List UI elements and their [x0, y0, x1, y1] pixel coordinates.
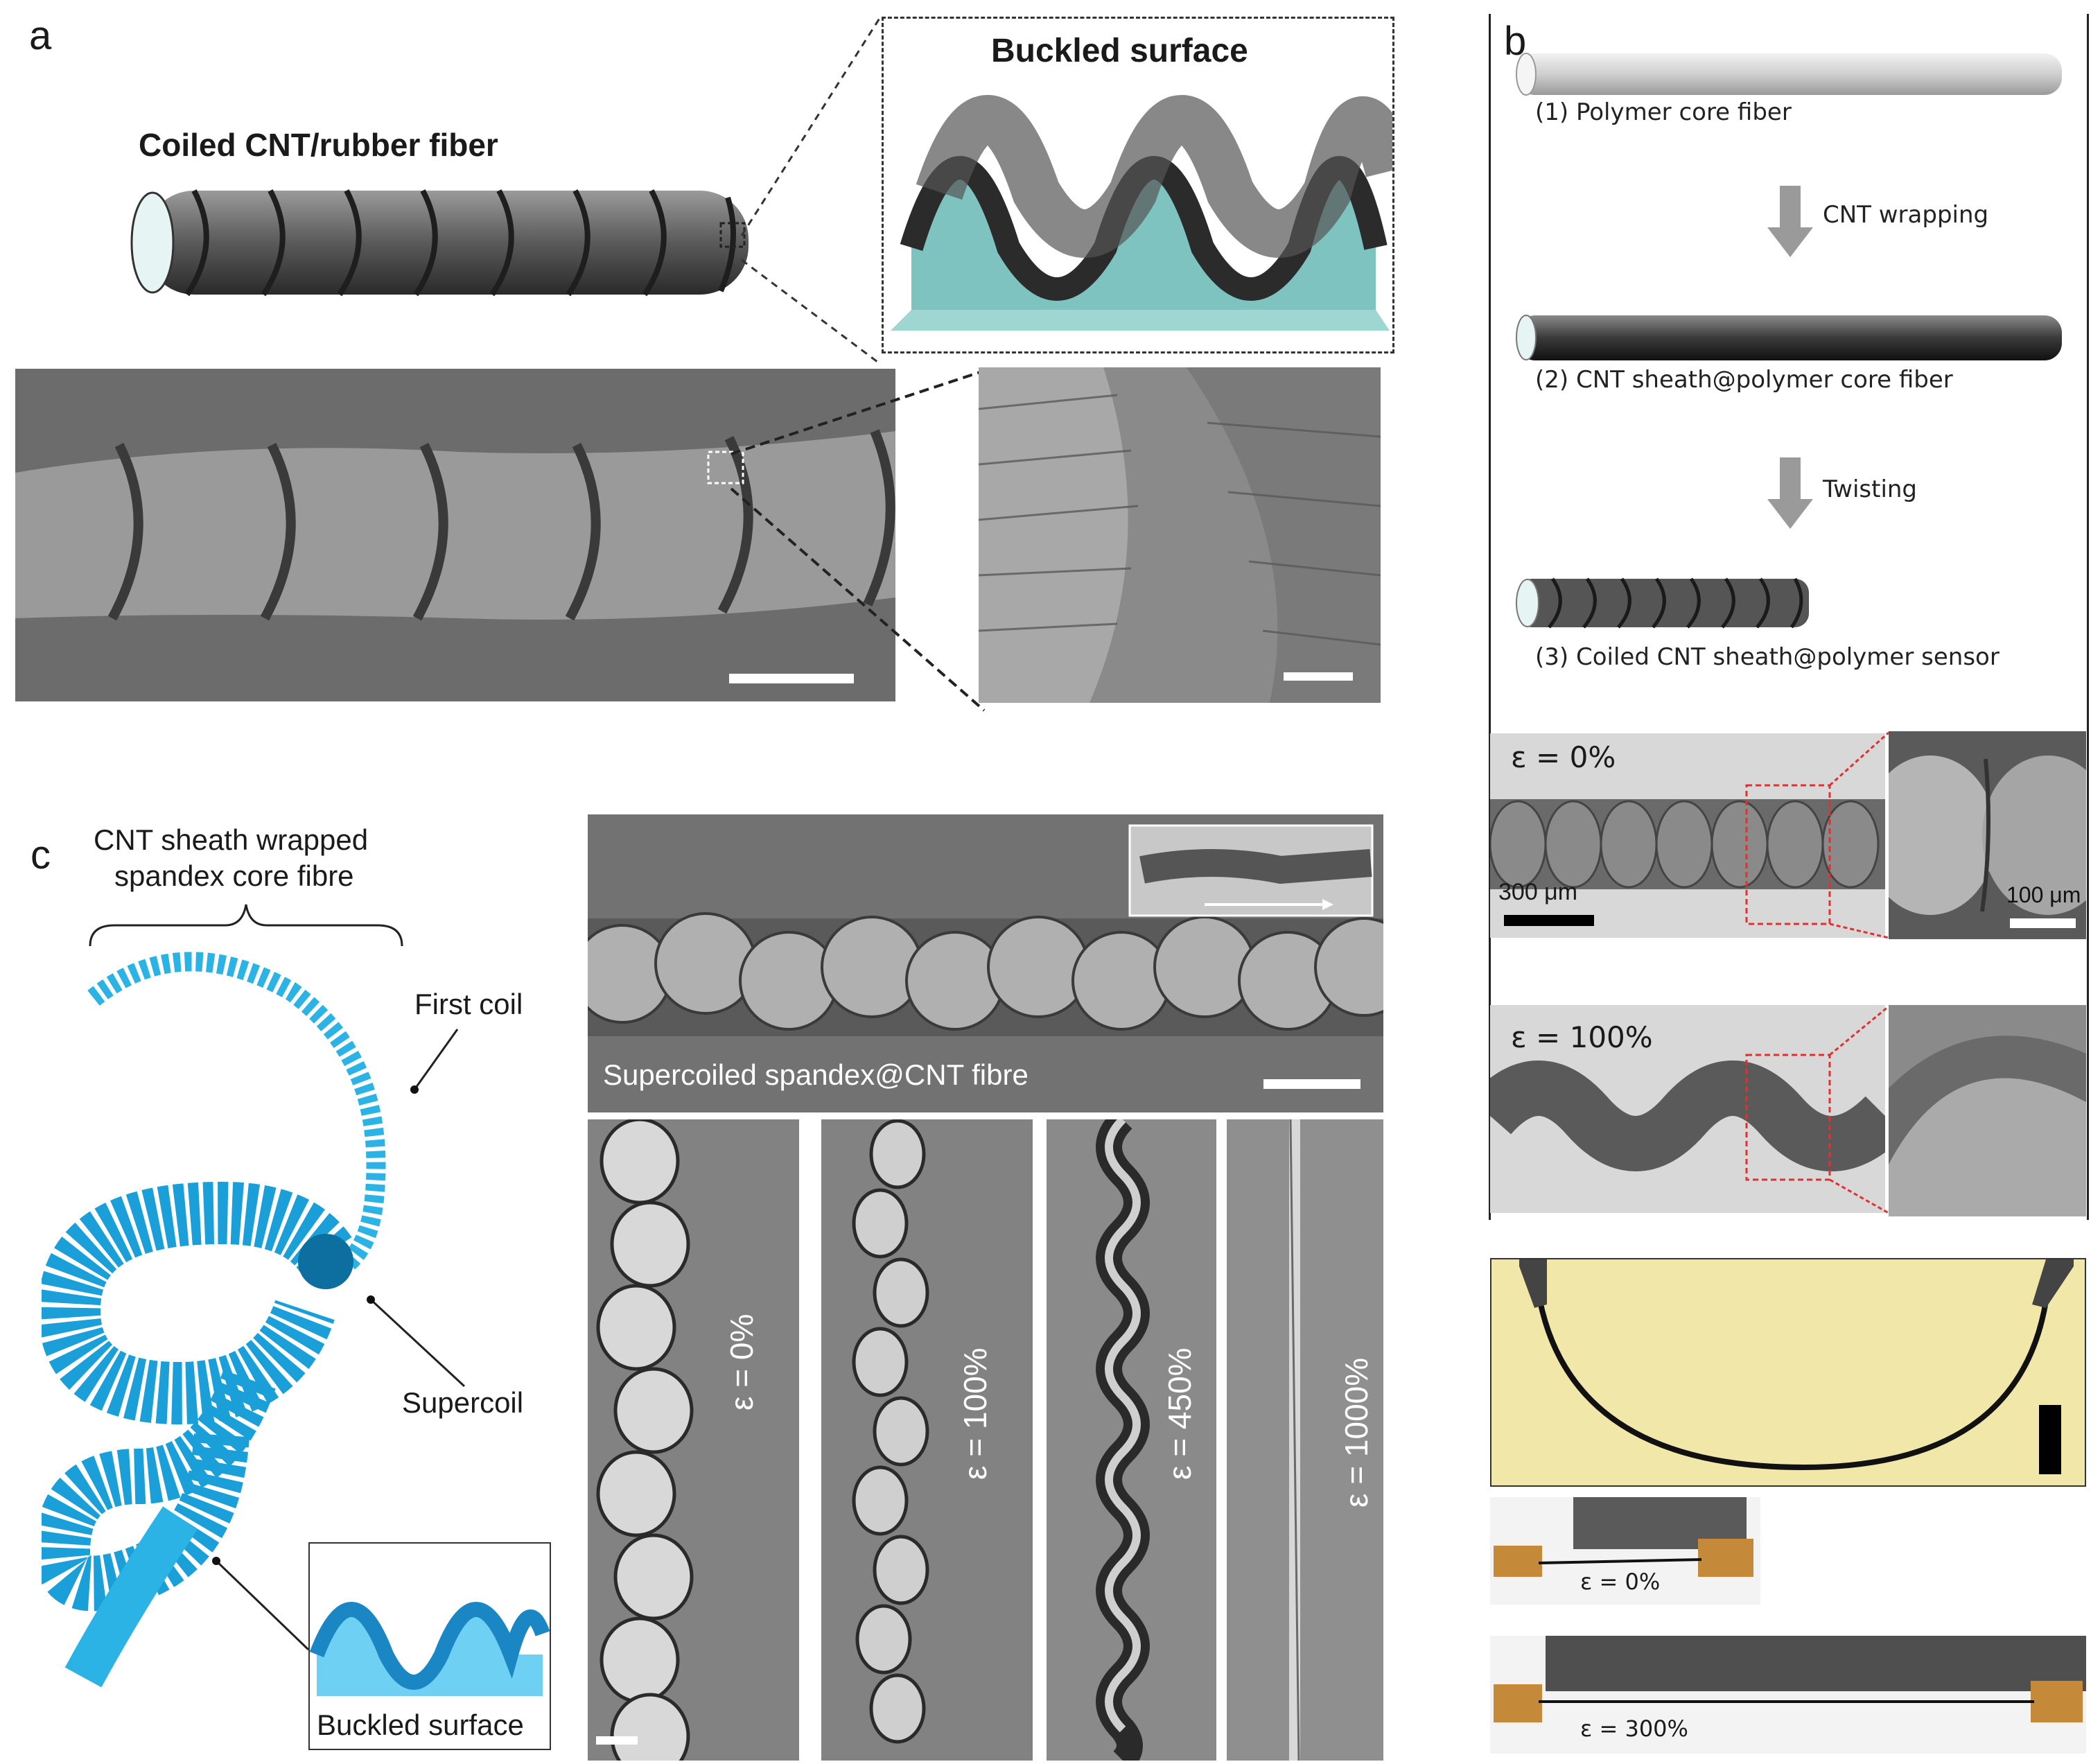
stretch-photo-300: ε = 300% [1490, 1636, 2086, 1754]
supercoil-leader [367, 1295, 466, 1388]
strain-0-label: ε = 0% [1511, 740, 1616, 774]
buckled-inset-label: Buckled surface [317, 1709, 524, 1741]
brace-label-line1: CNT sheath wrapped [94, 823, 369, 856]
stretch-photo-0: ε = 0% [1490, 1497, 1760, 1605]
coiled-fiber-title: Coiled CNT/rubber fiber [139, 127, 498, 163]
micrograph-strain-0: ε = 0% 300 μm [1490, 733, 1885, 938]
panel-c-letter: c [30, 832, 51, 877]
scale-bar-100 [2010, 918, 2076, 928]
step1-label: (1) Polymer core fiber [1535, 98, 1792, 126]
bending-fiber-photo [1490, 1258, 2086, 1487]
sem-buckled-closeup-image [979, 367, 1381, 703]
sem-closeup-strain-100 [1889, 1005, 2086, 1216]
scale-bar-strip [596, 1736, 638, 1745]
panel-a-letter: a [29, 13, 52, 58]
zoom-lines-a-bottom [730, 369, 986, 712]
cnt-sheath-fiber-illustration [1516, 315, 2062, 360]
strain-1000-vertical: ε = 1000% [1338, 1357, 1374, 1508]
coiled-sensor-illustration [1516, 577, 1809, 629]
step3-label: (3) Coiled CNT sheath@polymer sensor [1535, 643, 2000, 671]
micrograph-strain-100: ε = 100% [1490, 1005, 1885, 1213]
buckled-leader [212, 1557, 310, 1651]
strain-450-vertical: ε = 450% [1162, 1347, 1198, 1480]
buckled-surface-title: Buckled surface [991, 33, 1248, 69]
scale-bar-closeup [1284, 672, 1353, 681]
buckled-surface-illustration [891, 95, 1392, 331]
scale-bar-300 [1504, 915, 1594, 926]
strain-strip-100: ε = 100% [821, 1119, 1033, 1761]
sem-supercoiled-fibre: Supercoiled spandex@CNT fibre [588, 814, 1383, 1112]
zoom-lines-red-2 [1830, 1005, 1889, 1214]
arrow-down-icon [1767, 186, 1813, 257]
first-coil-leader [410, 1029, 459, 1094]
supercoiled-caption: Supercoiled spandex@CNT fibre [603, 1058, 1029, 1091]
photo-strain-300-label: ε = 300% [1580, 1715, 1688, 1742]
polymer-core-fiber-illustration [1516, 53, 2062, 96]
strain-0-vertical: ε = 0% [724, 1313, 760, 1411]
supercoil-label: Supercoil [402, 1386, 524, 1419]
supercoil-illustration [42, 952, 386, 1688]
panel-b-frame [1489, 14, 2089, 1220]
twisting-label: Twisting [1823, 475, 1918, 503]
buckled-surface-box [882, 17, 1394, 353]
scale-bar [729, 674, 854, 683]
coiled-fiber-illustration [130, 189, 749, 297]
sem-closeup-strain-0: 100 μm [1889, 731, 2086, 939]
strain-100-vertical: ε = 100% [957, 1347, 993, 1480]
strain-strip-0: ε = 0% [588, 1119, 799, 1761]
first-coil-label: First coil [414, 988, 523, 1020]
zoom-lines-red-1 [1830, 731, 1889, 939]
strain-strip-450: ε = 450% [1047, 1119, 1216, 1761]
photo-strain-0-label: ε = 0% [1580, 1569, 1661, 1595]
buckled-inset-box: Buckled surface [308, 1542, 551, 1750]
scale-300-label: 300 μm [1498, 879, 1578, 905]
arrow-down-icon-2 [1767, 457, 1813, 529]
scale-bar-supercoiled [1263, 1079, 1360, 1089]
step2-label: (2) CNT sheath@polymer core fiber [1535, 366, 1953, 394]
cnt-wrapping-label: CNT wrapping [1823, 201, 1989, 229]
zoom-lines-a-top [740, 17, 882, 365]
brace-label-line2: spandex core fibre [114, 859, 354, 892]
strain-100-label: ε = 100% [1511, 1020, 1653, 1054]
sem-coiled-fiber-image [15, 369, 895, 701]
scale-100-label: 100 μm [2006, 882, 2081, 907]
brace-icon [89, 904, 403, 947]
strain-strip-1000: ε = 1000% [1227, 1119, 1383, 1761]
